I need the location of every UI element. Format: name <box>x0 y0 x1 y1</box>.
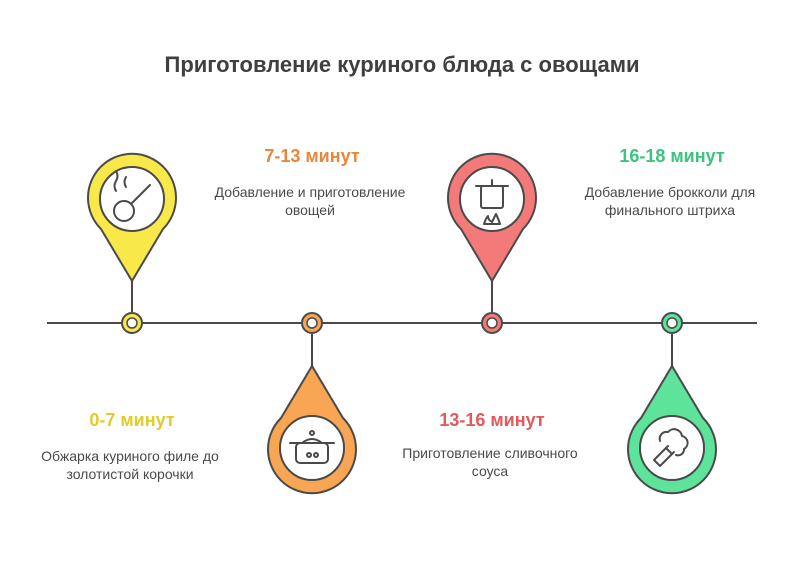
step-3-description: Приготовление сливочного соуса <box>402 445 578 479</box>
step-2-time: 7-13 минут <box>264 146 360 166</box>
step-1-time: 0-7 минут <box>89 410 175 430</box>
step-4-time: 16-18 минут <box>619 146 725 166</box>
page-title: Приготовление куриного блюда с овощами <box>164 52 640 77</box>
cooking-pot-icon <box>289 430 335 464</box>
step-4-description: Добавление брокколи для финального штрих… <box>584 184 756 218</box>
pot-on-stove-icon <box>475 179 509 225</box>
step-3-time: 13-16 минут <box>439 410 545 430</box>
step-3-marker <box>447 152 537 334</box>
step-2-marker <box>267 312 357 495</box>
step-1-marker <box>87 152 177 334</box>
step-1-description: Обжарка куриного филе до золотистой коро… <box>41 448 219 482</box>
step-2-description: Добавление и приготовление овощей <box>214 184 406 218</box>
step-4-marker <box>627 312 717 495</box>
chicken-drumstick-icon <box>113 170 151 222</box>
broccoli-icon <box>653 428 689 467</box>
